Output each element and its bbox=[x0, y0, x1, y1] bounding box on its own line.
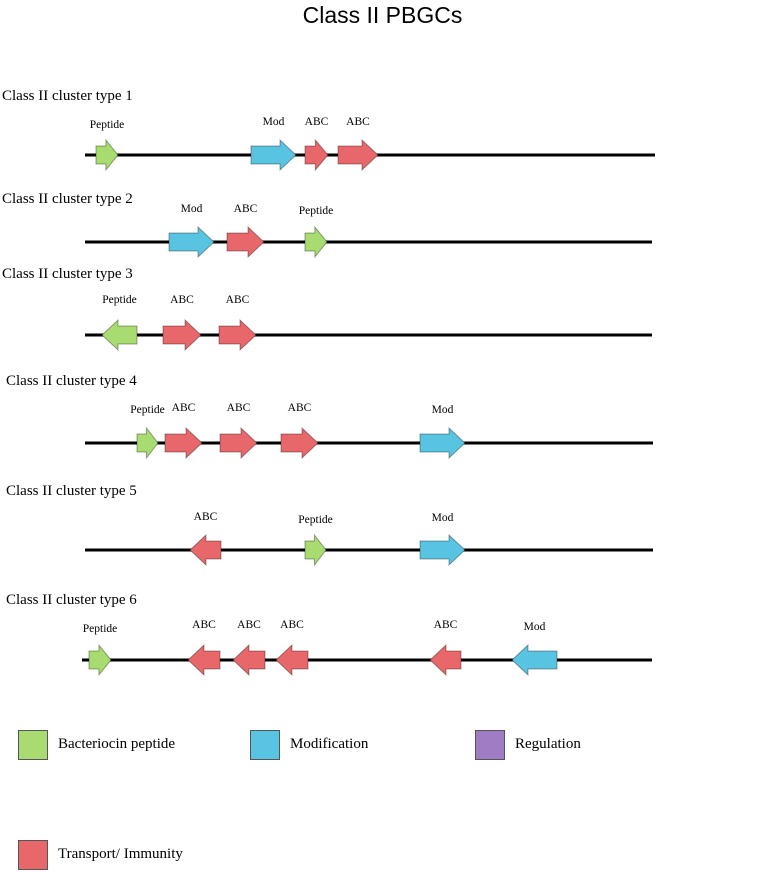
gene-arrow-modification bbox=[419, 533, 466, 567]
legend-label-regulation: Regulation bbox=[515, 736, 581, 752]
gene-arrow-modification bbox=[419, 426, 466, 460]
gene-label: Peptide bbox=[83, 623, 118, 635]
gene-label: Mod bbox=[524, 621, 546, 633]
gene-arrow-transport bbox=[280, 426, 319, 460]
gene-arrow-transport bbox=[232, 643, 266, 677]
gene-arrow-peptide bbox=[304, 225, 328, 259]
legend-label-transport: Transport/ Immunity bbox=[58, 846, 183, 862]
legend-swatch-transport bbox=[18, 840, 48, 870]
gene-arrow-peptide bbox=[101, 318, 138, 352]
gene-arrow-peptide bbox=[88, 643, 112, 677]
cluster-label-type-2: Class II cluster type 2 bbox=[2, 191, 133, 207]
gene-arrow-transport bbox=[218, 318, 257, 352]
legend-swatch-modification bbox=[250, 730, 280, 760]
gene-label: ABC bbox=[346, 116, 370, 128]
cluster-label-type-3: Class II cluster type 3 bbox=[2, 266, 133, 282]
gene-arrow-peptide bbox=[304, 533, 327, 567]
gene-arrow-transport bbox=[219, 426, 258, 460]
gene-arrow-transport bbox=[275, 643, 309, 677]
gene-label: ABC bbox=[194, 511, 218, 523]
gene-arrow-transport bbox=[187, 643, 221, 677]
gene-arrow-peptide bbox=[136, 426, 159, 460]
gene-label: Peptide bbox=[130, 404, 165, 416]
gene-arrow-transport bbox=[162, 318, 202, 352]
gene-label: Peptide bbox=[298, 514, 333, 526]
gene-arrow-transport bbox=[304, 138, 329, 172]
gene-label: Mod bbox=[432, 404, 454, 416]
gene-label: ABC bbox=[226, 294, 250, 306]
gene-arrow-transport bbox=[226, 225, 265, 259]
gene-arrow-modification bbox=[511, 643, 558, 677]
gene-label: Mod bbox=[432, 512, 454, 524]
gene-label: Mod bbox=[263, 116, 285, 128]
gene-arrow-transport bbox=[429, 643, 462, 677]
diagram-title: Class II PBGCs bbox=[302, 2, 463, 28]
legend-label-peptide: Bacteriocin peptide bbox=[58, 736, 176, 752]
cluster-label-type-6: Class II cluster type 6 bbox=[6, 592, 137, 608]
gene-label: ABC bbox=[192, 619, 216, 631]
gene-label: ABC bbox=[234, 203, 258, 215]
gene-label: ABC bbox=[434, 619, 458, 631]
gene-label: Peptide bbox=[90, 119, 125, 131]
gene-label: Peptide bbox=[299, 205, 334, 217]
cluster-label-type-1: Class II cluster type 1 bbox=[2, 88, 133, 104]
cluster-label-type-4: Class II cluster type 4 bbox=[6, 373, 137, 389]
gene-arrow-peptide bbox=[95, 138, 119, 172]
gene-label: Mod bbox=[181, 203, 203, 215]
gene-arrow-modification bbox=[250, 138, 297, 172]
gene-label: ABC bbox=[172, 402, 196, 414]
legend-label-modification: Modification bbox=[290, 736, 369, 752]
gene-label: ABC bbox=[280, 619, 304, 631]
gene-arrow-transport bbox=[164, 426, 203, 460]
cluster-label-type-5: Class II cluster type 5 bbox=[6, 483, 137, 499]
legend-swatch-peptide bbox=[18, 730, 48, 760]
gene-arrow-transport bbox=[337, 138, 379, 172]
gene-label: ABC bbox=[227, 402, 251, 414]
gene-label: ABC bbox=[305, 116, 329, 128]
gene-label: Peptide bbox=[102, 294, 137, 306]
gene-label: ABC bbox=[288, 402, 312, 414]
legend-swatch-regulation bbox=[475, 730, 505, 760]
gene-label: ABC bbox=[170, 294, 194, 306]
gene-arrow-modification bbox=[168, 225, 215, 259]
gene-arrow-transport bbox=[189, 533, 222, 567]
gene-label: ABC bbox=[237, 619, 261, 631]
